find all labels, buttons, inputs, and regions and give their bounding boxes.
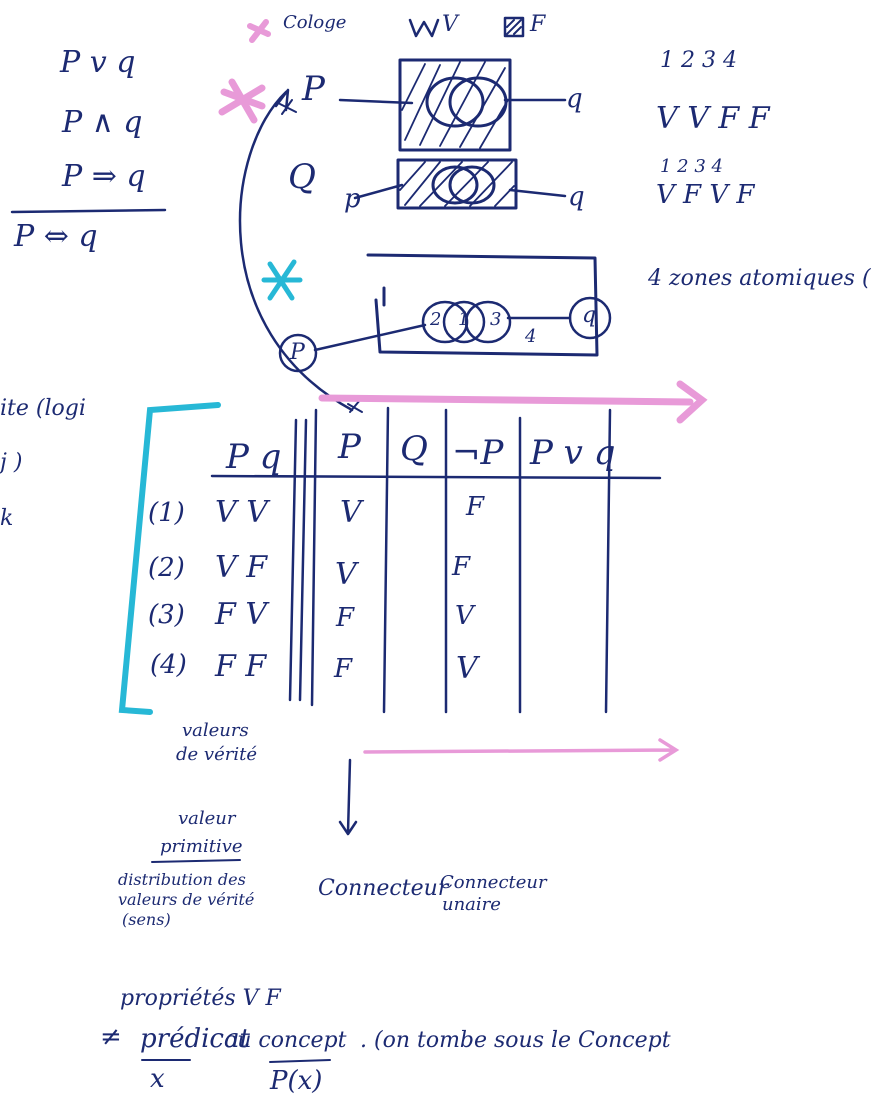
venn1-arrow-p <box>338 98 414 105</box>
note-distribution-3: (sens) <box>122 910 171 929</box>
legend-f-label: F <box>530 12 546 37</box>
right-vals-1: V V F F <box>656 101 770 136</box>
note-distribution-2: valeurs de vérité <box>118 890 255 909</box>
note-proprietes: propriétés V F <box>120 986 281 1011</box>
pink-arrow-top <box>318 380 708 424</box>
venn1-circle-p <box>425 76 485 128</box>
venn2-label-p: p <box>344 184 361 214</box>
venn1-label-p: P <box>302 69 325 109</box>
table-header-notp: ¬P <box>452 433 504 473</box>
note-x-var: x <box>150 1064 165 1094</box>
note-predicat: prédicat <box>140 1024 250 1054</box>
right-vals-2: V F V F <box>656 180 755 210</box>
table-header-p: P <box>338 427 361 467</box>
venn3-zone-4: 4 <box>525 326 537 347</box>
venn1-circle-q <box>448 76 508 128</box>
pink-arrow-bottom <box>363 738 680 762</box>
formula-disjunction: P v q <box>60 45 136 80</box>
venn3-zone-3: 3 <box>490 309 502 330</box>
table-row-notp: F <box>452 552 471 582</box>
table-row-pq: V F <box>215 550 268 585</box>
venn3-zone-2: 2 <box>430 309 442 330</box>
table-row-pq: V V <box>215 495 268 530</box>
table-row-notp: V <box>456 651 478 686</box>
table-row-index: (2) <box>148 553 185 583</box>
note-p-of-x: P(x) <box>270 1066 323 1096</box>
note-ou-concept: ou concept <box>224 1028 347 1053</box>
pink-star-1 <box>218 78 266 124</box>
down-arrow <box>338 758 358 836</box>
formula-conjunction: P ∧ q <box>62 105 143 140</box>
table-row-index: (1) <box>148 498 185 528</box>
legend-v-swatch <box>408 18 440 38</box>
venn1-frame <box>398 58 512 152</box>
table-row-p: V <box>340 495 362 530</box>
table-header-q: Q <box>400 429 428 469</box>
table-header-rule <box>210 474 662 480</box>
note-connecteur-unaire-2: unaire <box>442 894 501 915</box>
right-nums-2: 1 2 3 4 <box>660 156 723 177</box>
table-row-notp: V <box>455 601 474 631</box>
note-valeur-primitive-2: primitive <box>160 836 243 857</box>
table-row-index: (4) <box>150 650 187 680</box>
venn2-label-big: Q <box>288 157 316 197</box>
note-connecteur: Connecteur <box>318 876 449 901</box>
legend-pink-star <box>247 19 271 43</box>
note-valeurs-1: valeurs <box>182 720 249 741</box>
note-tombe-concept: . (on tombe sous le Concept <box>360 1028 671 1053</box>
formula-equivalence: P ⇔ q <box>14 219 98 254</box>
table-row-index: (3) <box>148 600 185 630</box>
table-row-p: V <box>335 557 357 592</box>
curved-arrow <box>238 90 354 412</box>
note-neq-symbol: ≠ <box>100 1022 122 1052</box>
legend-f-swatch <box>503 16 525 38</box>
venn3-label-p: P <box>290 340 305 365</box>
right-nums-1: 1 2 3 4 <box>660 48 737 73</box>
legend-colorie-label: Cologe <box>283 12 347 33</box>
note-distribution-1: distribution des <box>118 870 246 889</box>
venn3-label-q: q <box>582 303 597 328</box>
cyan-bracket <box>118 402 221 715</box>
table-row-pq: F F <box>215 649 267 684</box>
table-header-pq: P q <box>226 437 282 477</box>
table-row-p: F <box>334 654 353 684</box>
venn2-frame <box>396 158 518 210</box>
right-zones-note: 4 zones atomiques ( <box>648 266 871 291</box>
table-row-p: F <box>336 603 355 633</box>
formula-implication: P ⇒ q <box>62 159 146 194</box>
venn3-zone-1: 1 <box>458 309 470 330</box>
venn3-frame <box>366 253 599 357</box>
note-valeur-primitive-1: valeur <box>178 808 236 829</box>
table-grid <box>288 406 612 714</box>
note-valeurs-2: de vérité <box>176 744 257 765</box>
margin-line-3: k <box>0 506 14 531</box>
table-row-notp: F <box>466 492 485 522</box>
margin-line-1: ite (logi <box>0 396 86 421</box>
table-row-pq: F V <box>215 597 268 632</box>
venn1-label-q: q <box>566 84 583 114</box>
venn2-label-q: q <box>568 182 585 212</box>
cyan-star <box>261 259 303 301</box>
formula-separator <box>10 208 167 214</box>
legend-v-label: V <box>442 12 458 37</box>
note-connecteur-unaire-1: Connecteur <box>440 872 547 893</box>
table-header-porq: P v q <box>530 433 616 473</box>
margin-line-2: j ) <box>0 450 23 475</box>
